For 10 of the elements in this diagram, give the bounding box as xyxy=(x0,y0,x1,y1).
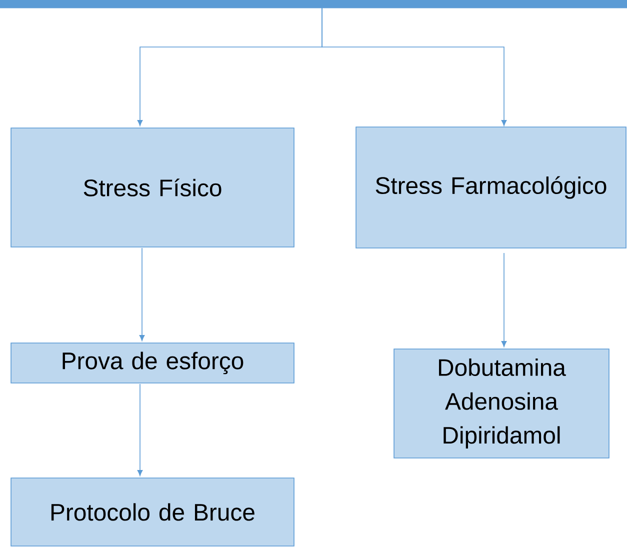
arrow xyxy=(139,248,145,341)
arrow xyxy=(322,8,507,126)
process-box: Prova de esforço xyxy=(10,342,294,384)
process-box: Dobutamina Adenosina Dipiridamol xyxy=(394,348,610,458)
arrow xyxy=(501,252,507,347)
process-box: Protocolo de Bruce xyxy=(10,478,294,546)
process-box: Stress Físico xyxy=(10,128,294,248)
process-box: Stress Farmacológico xyxy=(356,126,626,248)
arrow xyxy=(137,384,143,476)
header-bar xyxy=(0,0,627,8)
